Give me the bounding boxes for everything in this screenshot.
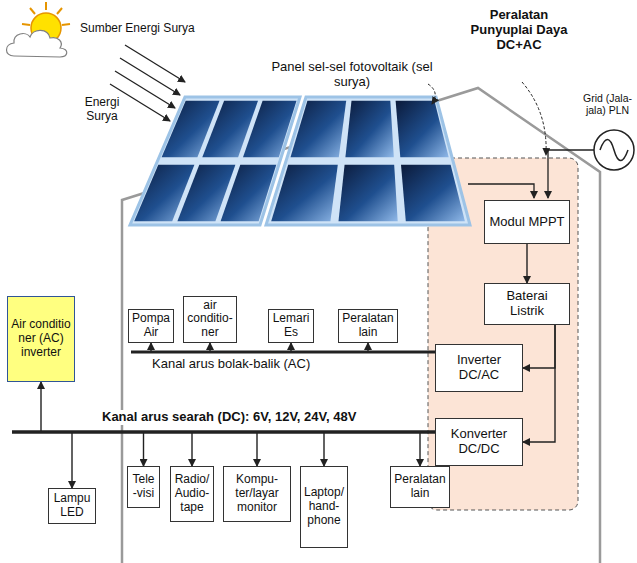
text-label: Kanal arus searah (DC): 6V, 12V, 24V, 48… <box>100 410 358 425</box>
box-text: Laptop/ hand- phone <box>304 486 344 527</box>
appliance-box: Radio/ Audio- tape <box>170 466 214 522</box>
appliance-box: Laptop/ hand- phone <box>300 466 348 548</box>
appliance-box: Peralatan lain <box>338 309 398 343</box>
pv-cell <box>401 165 465 221</box>
pv-cell <box>221 165 277 221</box>
connector <box>526 244 527 283</box>
dc-bus <box>12 430 435 434</box>
battery-box: Baterai Listrik <box>484 283 570 325</box>
box-text: Konverter DC/DC <box>439 427 519 457</box>
appliance-box: Tele -visi <box>127 466 160 508</box>
pv-cell <box>339 165 398 221</box>
text-label: Peralatan Punyuplai Daya DC+AC <box>464 8 574 53</box>
box-text: Pompa Air <box>132 312 170 340</box>
ac-bus <box>131 351 435 354</box>
appliance-box: Peralatan lain <box>390 466 450 508</box>
box-text: Baterai Listrik <box>488 289 566 319</box>
connector <box>41 382 435 432</box>
box-text: Radio/ Audio- tape <box>174 473 210 514</box>
text-label: Energi Surya <box>78 96 126 124</box>
inverter-box: Inverter DC/AC <box>435 344 523 392</box>
mppt-module: Modul MPPT <box>484 200 570 244</box>
box-text: Peralatan lain <box>342 312 394 340</box>
connector <box>144 432 436 466</box>
box-text: Lemari Es <box>272 312 310 340</box>
appliance-box: Air conditio ner (AC) inverter <box>7 296 75 382</box>
sine-wave <box>600 140 628 161</box>
cloud-symbol <box>7 30 67 57</box>
box-text: Kompu- ter/layar monitor <box>227 473 287 514</box>
connector <box>257 432 435 466</box>
connector <box>192 432 435 466</box>
pv-cell <box>396 101 449 157</box>
text-label: Grid (Jala-jala) PLN <box>580 92 635 116</box>
pv-panels <box>130 97 470 225</box>
box-text: Peralatan lain <box>394 473 446 501</box>
box-text: Tele -visi <box>131 473 156 501</box>
appliance-box: Pompa Air <box>128 309 174 343</box>
converter-box: Konverter DC/DC <box>435 418 523 466</box>
connector <box>324 432 435 466</box>
appliance-box: air conditio- ner <box>183 296 237 343</box>
leader-line <box>522 82 546 155</box>
panel-wire <box>468 184 534 198</box>
appliance-box: Kompu- ter/layar monitor <box>223 466 291 522</box>
ac-source-symbol <box>594 130 634 170</box>
appliance-box: Lemari Es <box>268 309 314 343</box>
leader-line <box>428 84 435 104</box>
grid-wire <box>548 150 594 198</box>
text-label: Kanal arus bolak-balik (AC) <box>152 357 310 372</box>
pv-cell <box>345 101 393 157</box>
box-text: Air conditio ner (AC) inverter <box>11 318 71 359</box>
box-text: Inverter DC/AC <box>439 353 519 383</box>
pv-cell <box>271 165 338 221</box>
connector <box>523 325 555 442</box>
box-text: Modul MPPT <box>488 215 566 230</box>
appliance-box: Lampu LED <box>48 488 96 524</box>
connector <box>523 325 555 368</box>
text-label: Sumber Energi Surya <box>80 22 250 36</box>
box-text: Lampu LED <box>52 492 92 520</box>
house-outline <box>122 88 600 563</box>
text-label: Panel sel-sel fotovoltaik (sel surya) <box>266 60 438 90</box>
box-text: air conditio- ner <box>187 299 233 340</box>
connector <box>420 432 435 466</box>
solar-rays <box>110 45 185 121</box>
panel-frame <box>266 97 470 225</box>
pv-cell <box>291 101 347 157</box>
